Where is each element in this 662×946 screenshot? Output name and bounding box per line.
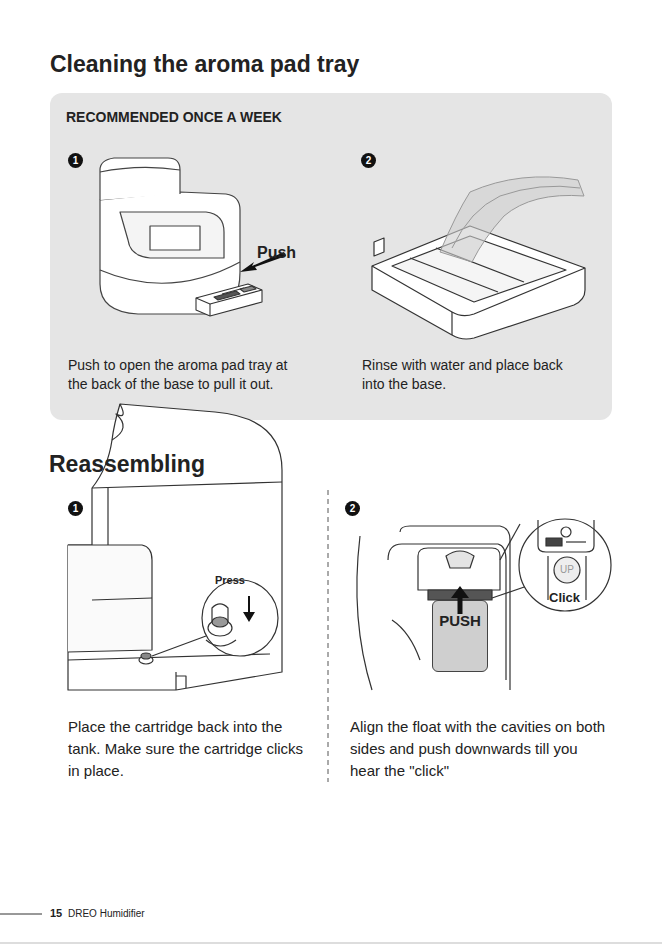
float-assembly-drawing — [418, 548, 500, 590]
float-assembly-drawing — [388, 544, 506, 680]
step-number: 2 — [345, 501, 360, 516]
water-tank-drawing — [68, 404, 282, 690]
float-assembly-drawing — [492, 585, 530, 598]
water-tank-drawing — [212, 604, 228, 622]
float-assembly-drawing — [561, 527, 571, 537]
float-assembly-drawing — [566, 541, 586, 542]
section-heading: Reassembling — [49, 450, 349, 478]
step-number: 2 — [361, 153, 376, 168]
water-tank-drawing — [92, 598, 152, 600]
push-up-arrow — [451, 586, 469, 598]
water-tank-drawing — [68, 545, 152, 652]
action-label: Press — [215, 573, 265, 587]
step-number: 1 — [68, 501, 83, 516]
float-assembly-drawing — [428, 590, 492, 600]
page-number: 15 — [50, 907, 70, 920]
float-assembly-drawing — [446, 551, 474, 568]
step-digit: 1 — [73, 504, 79, 514]
float-assembly-drawing — [500, 524, 520, 560]
step-caption: Push to open the aroma pad tray at the b… — [68, 356, 302, 394]
step-digit: 2 — [350, 504, 356, 514]
water-tank-drawing — [176, 676, 186, 688]
water-tank-drawing — [206, 640, 236, 646]
action-label: Click — [549, 590, 599, 606]
water-tank-drawing — [202, 580, 278, 656]
step-divider — [328, 490, 329, 782]
part-marking: UP — [554, 564, 580, 576]
float-assembly-drawing — [357, 536, 372, 690]
float-assembly-drawing — [392, 620, 420, 660]
water-tank-drawing — [152, 636, 206, 656]
footer-rule — [0, 914, 42, 915]
float-assembly-drawing — [554, 557, 580, 583]
water-tank-drawing — [92, 482, 282, 488]
step-divider — [328, 490, 329, 782]
water-tank-drawing — [141, 653, 151, 659]
footer-rule — [0, 943, 662, 944]
footer-text: DREO Humidifier — [68, 908, 218, 920]
water-tank-drawing — [68, 654, 270, 660]
float-assembly-drawing — [357, 519, 611, 690]
step-caption: Place the cartridge back into the tank. … — [68, 716, 314, 782]
water-tank-drawing — [212, 617, 228, 627]
press-arrow — [243, 596, 255, 622]
float-assembly-drawing — [538, 520, 594, 552]
step-digit: 1 — [73, 156, 79, 166]
step-caption: Align the float with the cavities on bot… — [350, 716, 608, 782]
float-assembly-drawing — [400, 526, 510, 690]
step-caption: Rinse with water and place back into the… — [362, 356, 588, 394]
panel-heading: RECOMMENDED ONCE A WEEK — [66, 110, 612, 124]
action-label: Push — [257, 243, 317, 263]
press-arrow — [243, 612, 255, 622]
water-tank-drawing — [139, 656, 153, 664]
water-tank-drawing — [208, 620, 232, 636]
press-arrow — [248, 596, 250, 614]
step-number: 1 — [68, 153, 83, 168]
float-assembly-drawing — [546, 538, 562, 546]
float-assembly-drawing — [519, 519, 611, 611]
step-digit: 2 — [366, 156, 372, 166]
float-button: PUSH — [432, 600, 488, 672]
section-heading: Cleaning the aroma pad tray — [50, 50, 450, 78]
water-tank-drawing — [175, 672, 176, 690]
button-text: PUSH — [433, 613, 487, 628]
water-tank-drawing — [107, 488, 108, 545]
water-tank-drawing — [68, 404, 282, 690]
